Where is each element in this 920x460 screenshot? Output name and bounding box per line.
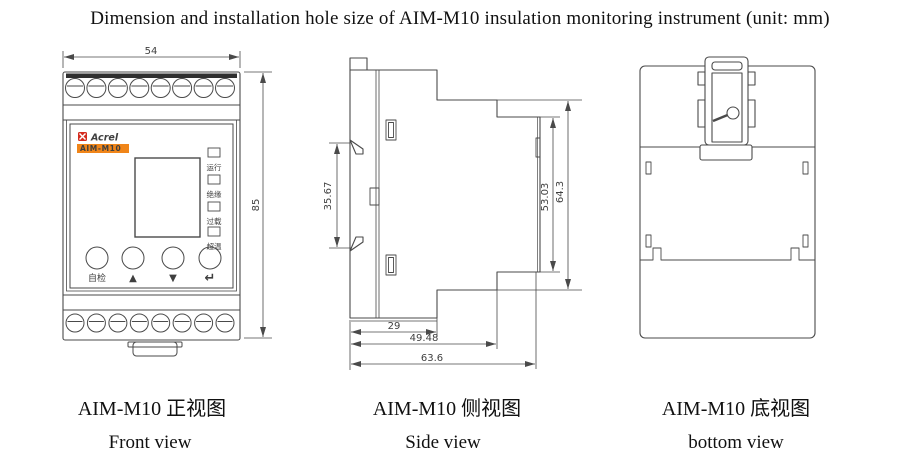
bottom-step-line bbox=[640, 247, 815, 261]
up-arrow-icon: ▲ bbox=[129, 273, 137, 284]
dim-depths bbox=[349, 272, 537, 370]
rail-clip-top-tab bbox=[349, 57, 368, 71]
enter-arrow-icon: ↵ bbox=[205, 271, 216, 286]
rail-hook-bottom bbox=[349, 236, 364, 252]
clip-window bbox=[711, 72, 743, 143]
dim-rail-slot bbox=[329, 142, 352, 249]
clip-top-slot bbox=[711, 61, 743, 71]
front-view-caption-en: Front view bbox=[108, 432, 192, 453]
dim-width bbox=[62, 51, 241, 68]
page-title: Dimension and installation hole size of … bbox=[90, 8, 830, 29]
panel-buttons[interactable] bbox=[85, 246, 222, 270]
model-banner bbox=[77, 144, 129, 153]
dim-label-d1: 29 bbox=[388, 321, 401, 332]
enter-button[interactable] bbox=[198, 246, 222, 270]
device-body bbox=[62, 71, 241, 341]
front-view-caption-zh: AIM-M10 正视图 bbox=[77, 398, 227, 420]
front-view-drawing: 54 85 Acrel bbox=[62, 46, 272, 357]
clip-lever-pin bbox=[726, 106, 740, 120]
bottom-terminal-screws bbox=[65, 313, 235, 333]
self-test-label: 自检 bbox=[88, 272, 106, 283]
dim-label-rail-slot: 35.67 bbox=[323, 182, 334, 211]
bottom-view-caption-zh: AIM-M10 底视图 bbox=[661, 398, 811, 420]
acrel-logo-icon bbox=[78, 132, 87, 141]
dim-overall-height bbox=[497, 99, 582, 291]
dim-height bbox=[244, 71, 272, 339]
front-panel bbox=[69, 123, 234, 289]
bottom-view-caption-en: bottom view bbox=[688, 432, 784, 453]
top-edge-strip bbox=[66, 73, 237, 78]
din-clip-tab bbox=[127, 341, 183, 357]
clip-foot bbox=[699, 144, 753, 161]
brand-text: Acrel bbox=[90, 133, 119, 144]
mount-slots bbox=[645, 161, 809, 248]
panel-outer-frame bbox=[66, 119, 237, 292]
rail-hook-top bbox=[349, 139, 364, 155]
led-indicators bbox=[207, 147, 221, 237]
dim-front-height bbox=[540, 116, 560, 273]
model-text: AIM-M10 bbox=[80, 144, 121, 153]
dim-label-width: 54 bbox=[145, 46, 158, 57]
dim-label-front-height: 53.03 bbox=[540, 183, 551, 212]
lcd-screen bbox=[134, 157, 201, 238]
din-rail-clip[interactable] bbox=[697, 56, 756, 161]
dim-label-height: 85 bbox=[251, 199, 262, 212]
up-button[interactable] bbox=[121, 246, 145, 270]
led-label-overload: 过载 bbox=[207, 216, 222, 226]
clip-tab bbox=[747, 99, 756, 128]
dim-label-d3: 63.6 bbox=[421, 353, 443, 364]
self-test-button[interactable] bbox=[85, 246, 109, 270]
led-label-insulation: 绝缘 bbox=[207, 189, 222, 199]
clip-tab bbox=[697, 99, 706, 128]
led-label-run: 运行 bbox=[207, 162, 222, 172]
side-view-caption-zh: AIM-M10 侧视图 bbox=[372, 398, 522, 420]
side-view-drawing: 35.67 53.03 64.3 29 49.48 63.6 bbox=[323, 57, 582, 370]
top-terminal-screws bbox=[65, 78, 235, 98]
side-view-caption-en: Side view bbox=[405, 432, 481, 453]
down-button[interactable] bbox=[161, 246, 185, 270]
bottom-view-drawing bbox=[639, 56, 816, 339]
led-label-overtemp: 超温 bbox=[207, 242, 222, 251]
side-vents bbox=[369, 117, 541, 276]
dim-label-overall-height: 64.3 bbox=[555, 181, 566, 203]
clip-tab bbox=[747, 71, 756, 86]
side-profile bbox=[349, 69, 541, 319]
clip-tab bbox=[697, 71, 706, 86]
dim-label-d2: 49.48 bbox=[410, 333, 439, 344]
down-arrow-icon: ▼ bbox=[169, 273, 177, 284]
